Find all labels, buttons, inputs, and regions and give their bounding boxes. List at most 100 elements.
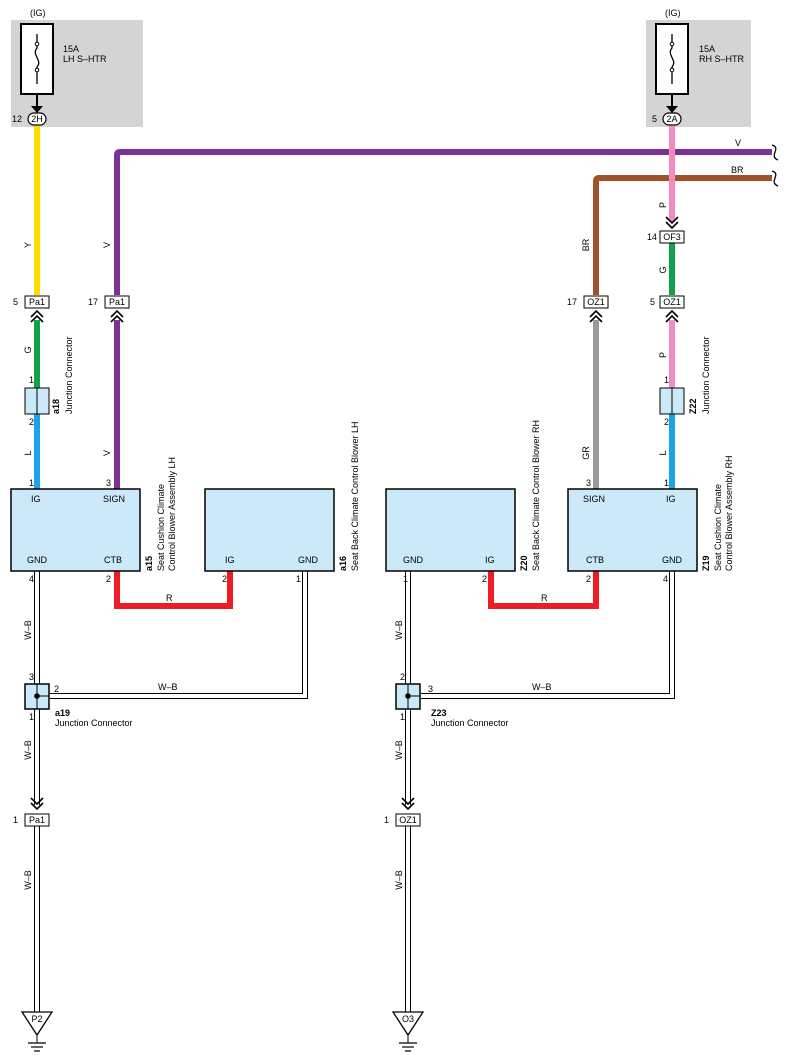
diagram-label: Seat Cushion Climate (713, 484, 723, 571)
connector-pa1-b: Pa1 17 (88, 295, 130, 309)
diagram-label: 17 (567, 297, 577, 307)
diagram-label: 5 (650, 297, 655, 307)
diagram-label: Pa1 (29, 815, 45, 825)
fuse-rh-source: (IG) (665, 8, 681, 18)
wire-label-y: Y (23, 242, 33, 248)
fuse-symbol-icon (669, 34, 675, 84)
connector-arrow-icon (665, 216, 679, 230)
a15-gnd-terminal: GND (27, 555, 48, 565)
fuse-box-lh: (IG) 15A LH S–HTR 2H 12 (11, 8, 143, 127)
diagram-label: Pa1 (29, 297, 45, 307)
junction-a18: 1 2 1 a18 Junction Connector (24, 336, 74, 488)
a15-sign-terminal: SIGN (103, 494, 125, 504)
diagram-label: 1 (384, 815, 389, 825)
connector-of3: OF3 14 (647, 230, 685, 244)
diagram-label: 2 (54, 684, 59, 694)
diagram-label: Control Blower Assembly LH (167, 457, 177, 571)
diagram-label: Seat Back Climate Control Blower LH (350, 421, 360, 571)
connector-arrow-icon (665, 309, 679, 323)
diagram-label: P2 (31, 1014, 42, 1024)
diagram-label: Z22 (688, 398, 698, 414)
diagram-label: a16 (338, 556, 348, 571)
wire-label-wb: W–B (23, 740, 33, 760)
connector-oz1-a: OZ1 17 (567, 295, 609, 309)
wire-label-wb: W–B (532, 682, 552, 692)
wire-br (593, 175, 772, 295)
component-a15: IG SIGN GND CTB 3 4 2 a15 Seat Cushion C… (10, 457, 177, 584)
wire-label-r: R (541, 593, 548, 603)
diagram-label: Seat Cushion Climate (156, 484, 166, 571)
connector-arrow-icon (110, 309, 124, 323)
diagram-label: OZ1 (587, 297, 605, 307)
wire-label-br: BR (581, 238, 591, 251)
connector-arrow-icon (401, 797, 415, 811)
diagram-label: 2 (586, 574, 591, 584)
wire-label-v: V (102, 450, 112, 456)
diagram-label: 3 (29, 672, 34, 682)
junction-z22: 1 2 1 Z22 Junction Connector (659, 336, 711, 488)
wire-label-l: L (658, 450, 668, 455)
wire-label-wb: W–B (23, 620, 33, 640)
diagram-label: 1 (400, 712, 405, 722)
diagram-label: 2 (400, 672, 405, 682)
ground-p2: P2 (20, 1011, 54, 1052)
connector-oz1-b: OZ1 5 (650, 295, 685, 309)
diagram-label: 1 (664, 375, 669, 385)
diagram-label: 4 (29, 574, 34, 584)
diagram-label: 1 (29, 375, 34, 385)
diagram-label: 1 (664, 478, 669, 488)
fuse-lh-source: (IG) (30, 8, 46, 18)
diagram-label: 1 (29, 712, 34, 722)
diagram-label: Pa1 (109, 297, 125, 307)
diagram-label: Z20 (519, 555, 529, 571)
diagram-label: 3 (106, 478, 111, 488)
diagram-label: Seat Back Climate Control Blower RH (531, 420, 541, 571)
diagram-label: 2 (222, 574, 227, 584)
wire-label-wb: W–B (158, 682, 178, 692)
a15-ig-terminal: IG (31, 494, 41, 504)
wire-r-lh (114, 571, 233, 609)
fuse-rh-pin: 5 (652, 114, 657, 124)
z20-ig-terminal: IG (485, 555, 495, 565)
diagram-label: Control Blower Assembly RH (724, 455, 734, 571)
diagram-label: 2 (106, 574, 111, 584)
diagram-label: OZ1 (663, 297, 681, 307)
component-z19: SIGN IG CTB GND 3 2 4 Z19 Seat Cushion C… (567, 455, 734, 584)
diagram-label: Junction Connector (55, 718, 133, 728)
diagram-label: 4 (663, 574, 668, 584)
a15-ctb-terminal: CTB (104, 555, 122, 565)
wire-wb-group (34, 571, 675, 1012)
z20-gnd-terminal: GND (403, 555, 424, 565)
diagram-label: Z23 (431, 708, 447, 718)
diagram-label: OF3 (663, 232, 681, 242)
diagram-label: 2 (482, 574, 487, 584)
ground-o3: O3 (391, 1011, 425, 1052)
diagram-label: a15 (144, 556, 154, 571)
fuse-rh-name: RH S–HTR (699, 54, 745, 64)
diagram-label: OZ1 (399, 815, 417, 825)
wire-label-g: G (23, 346, 33, 353)
wire-label-l: L (23, 450, 33, 455)
wire-label-p: P (658, 352, 668, 358)
wire-v-top (114, 149, 772, 295)
connector-oz1-c: OZ1 1 (384, 813, 421, 827)
wire-label-br: BR (731, 165, 744, 175)
z19-gnd-terminal: GND (662, 555, 683, 565)
wire-label-v: V (102, 242, 112, 248)
diagram-label: Z19 (701, 555, 711, 571)
z19-ig-terminal: IG (666, 494, 676, 504)
wire-label-wb: W–B (394, 740, 404, 760)
connector-arrow-icon (30, 797, 44, 811)
diagram-label: 2 (29, 417, 34, 427)
connector-pa1-a: Pa1 5 (13, 295, 50, 309)
fuse-lh-amp: 15A (63, 44, 79, 54)
diagram-label: 2 (664, 417, 669, 427)
junction-z23: 2 3 1 Z23 Junction Connector (395, 672, 509, 728)
wire-label-gr: GR (581, 446, 591, 460)
diagram-label: 1 (13, 815, 18, 825)
junction-a19: 3 2 1 a19 Junction Connector (24, 672, 133, 728)
component-z20: GND IG 1 2 Z20 Seat Back Climate Control… (385, 420, 541, 584)
fuse-rh-amp: 15A (699, 44, 715, 54)
diagram-label: a19 (55, 708, 70, 718)
diagram-label: Junction Connector (431, 718, 509, 728)
